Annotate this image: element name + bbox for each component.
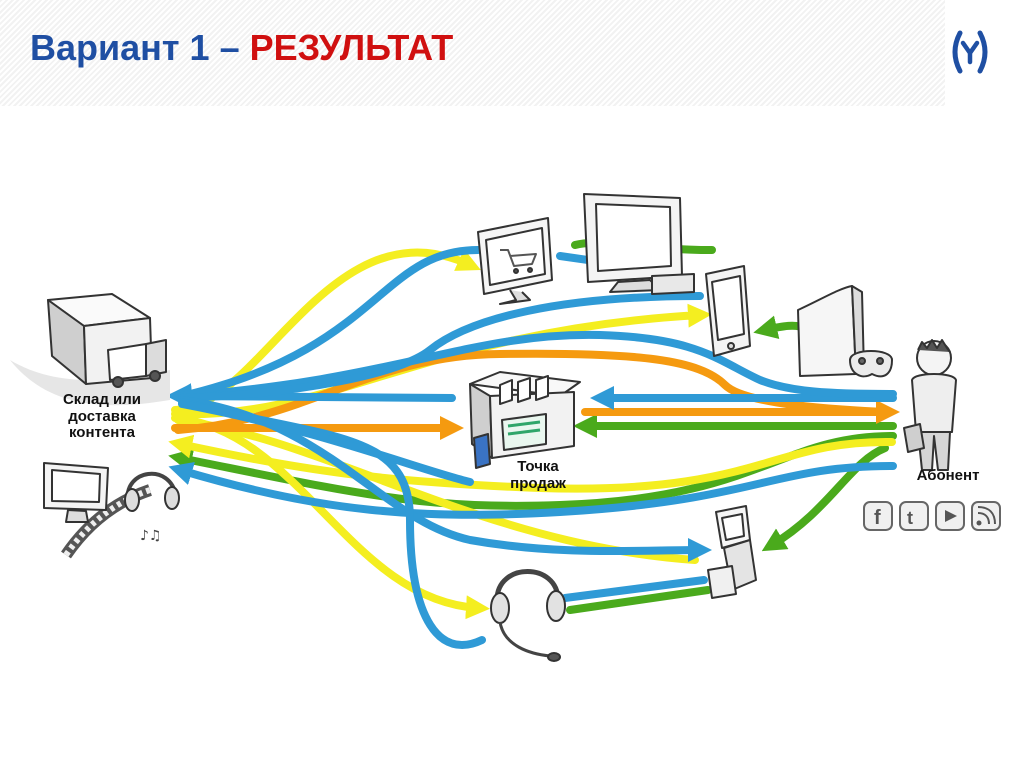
warehouse-label: Склад или доставка контента (40, 391, 164, 442)
headset-icon (490, 569, 566, 662)
social-icons: f t (863, 501, 1001, 531)
youtube-icon (935, 501, 965, 531)
title-main: Вариант 1 (30, 27, 210, 68)
flow-lines (166, 238, 900, 649)
point-of-sale-label-line1: Точка (517, 458, 559, 475)
media-workstation-icon: ♪♫ (43, 462, 180, 559)
yellow-flow-line (168, 434, 896, 493)
header-band (0, 0, 945, 106)
svg-text:f: f (874, 507, 881, 529)
green-flow-line (761, 444, 889, 552)
blue-flow-line (178, 292, 704, 402)
game-console-icon (797, 285, 893, 378)
subscriber-label: Абонент (916, 467, 980, 484)
warehouse-icon (10, 293, 170, 406)
green-flow-line (566, 586, 712, 614)
kiosk-icon (707, 505, 757, 599)
blue-flow-line (561, 576, 708, 602)
twitter-icon: t (899, 501, 929, 531)
subscriber-icon (903, 339, 957, 471)
blue-flow-line (168, 330, 897, 408)
page-title: Вариант 1 – РЕЗУЛЬТАТ (30, 26, 453, 69)
blue-flow-line (178, 396, 712, 563)
title-accent: РЕЗУЛЬТАТ (249, 27, 454, 68)
point-of-sale-label-line2: продаж (510, 474, 566, 492)
smartphone-icon (705, 265, 751, 357)
svg-text:♪♫: ♪♫ (140, 528, 162, 544)
warehouse-label-line3: контента (69, 424, 135, 441)
bracket-y-logo-icon (952, 30, 988, 74)
shopping-monitor-icon (477, 217, 553, 305)
svg-text:t: t (907, 508, 913, 528)
store-icon (469, 371, 581, 469)
facebook-icon: f (863, 501, 893, 531)
warehouse-label-line2: доставка (68, 407, 136, 425)
rss-icon (971, 501, 1001, 531)
blue-flow-line (168, 461, 897, 519)
warehouse-label-line1: Склад или (62, 391, 142, 408)
point-of-sale-label: Точка продаж (488, 458, 588, 492)
title-separator: – (219, 27, 240, 68)
tv-icon (583, 193, 695, 295)
blue-flow-line (178, 246, 482, 400)
blue-flow-line (178, 400, 474, 486)
